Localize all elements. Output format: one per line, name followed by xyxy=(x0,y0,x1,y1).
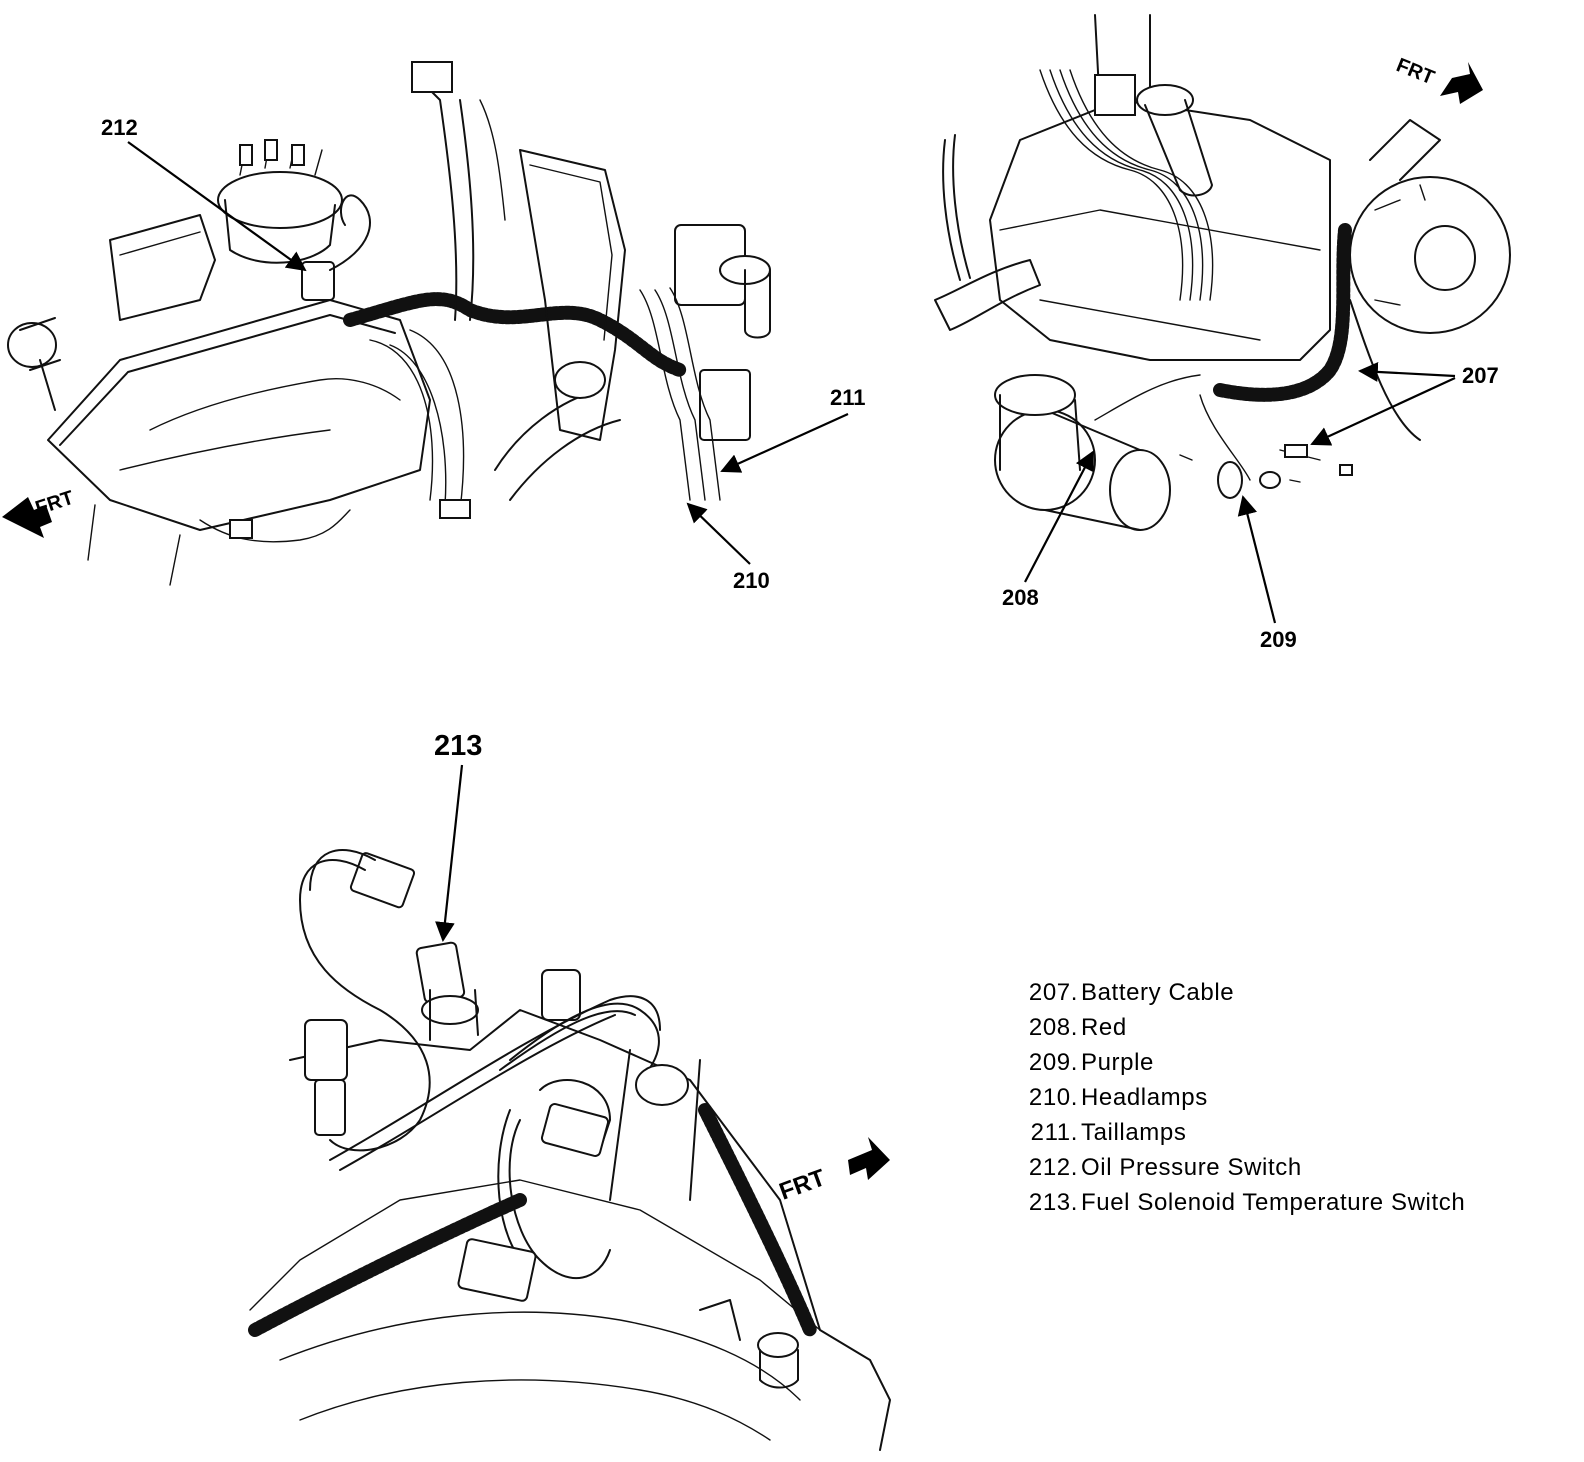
leader-207b xyxy=(1310,377,1456,446)
callout-212: 212 xyxy=(101,115,138,140)
callout-207: 207 xyxy=(1462,363,1499,388)
legend-item-208: 208. Red xyxy=(1003,1010,1563,1045)
legend-item-210: 210. Headlamps xyxy=(1003,1080,1563,1115)
legend-number: 209. xyxy=(1028,1048,1078,1076)
frt-label-top-left: FRT xyxy=(33,487,77,520)
legend-item-209: 209. Purple xyxy=(1003,1045,1563,1080)
leader-209 xyxy=(1237,495,1277,624)
legend-label: Red xyxy=(1081,1013,1127,1041)
legend-item-211: 211. Taillamps xyxy=(1003,1115,1563,1150)
legend-number: 210. xyxy=(1028,1083,1078,1111)
callout-211: 211 xyxy=(830,385,866,410)
callout-209: 209 xyxy=(1260,627,1297,652)
legend-label: Oil Pressure Switch xyxy=(1081,1153,1302,1181)
legend-label: Taillamps xyxy=(1081,1118,1187,1146)
legend-label: Fuel Solenoid Temperature Switch xyxy=(1081,1188,1466,1216)
legend-item-212: 212. Oil Pressure Switch xyxy=(1003,1150,1563,1185)
leader-213 xyxy=(435,764,464,942)
callout-210: 210 xyxy=(733,568,770,593)
callout-208: 208 xyxy=(1002,585,1039,610)
legend-label: Purple xyxy=(1081,1048,1154,1076)
frt-arrow-icon xyxy=(1440,62,1483,104)
legend-number: 212. xyxy=(1028,1153,1078,1181)
bottom-engine-view xyxy=(248,849,891,1451)
legend-number: 211. xyxy=(1030,1118,1078,1146)
leader-208 xyxy=(1024,450,1094,583)
frt-label-bottom: FRT xyxy=(776,1164,829,1205)
legend-number: 213. xyxy=(1028,1188,1078,1216)
legend-label: Headlamps xyxy=(1081,1083,1208,1111)
legend-item-207: 207. Battery Cable xyxy=(1003,975,1563,1010)
frt-label-top-right: FRT xyxy=(1393,54,1437,89)
callout-213: 213 xyxy=(434,730,482,762)
legend-item-213: 213. Fuel Solenoid Temperature Switch xyxy=(1003,1185,1563,1220)
legend: 207. Battery Cable 208. Red 209. Purple … xyxy=(1003,975,1563,1220)
leader-210 xyxy=(686,502,751,565)
frt-arrow-icon xyxy=(2,497,52,538)
legend-label: Battery Cable xyxy=(1081,978,1235,1006)
leader-207a xyxy=(1358,362,1456,382)
frt-arrow-icon xyxy=(848,1137,890,1180)
top-right-engine-view xyxy=(934,14,1511,531)
leader-212 xyxy=(127,141,307,272)
top-left-engine-view xyxy=(2,61,771,586)
legend-number: 208. xyxy=(1028,1013,1078,1041)
legend-number: 207. xyxy=(1028,978,1078,1006)
leader-211 xyxy=(720,412,849,473)
